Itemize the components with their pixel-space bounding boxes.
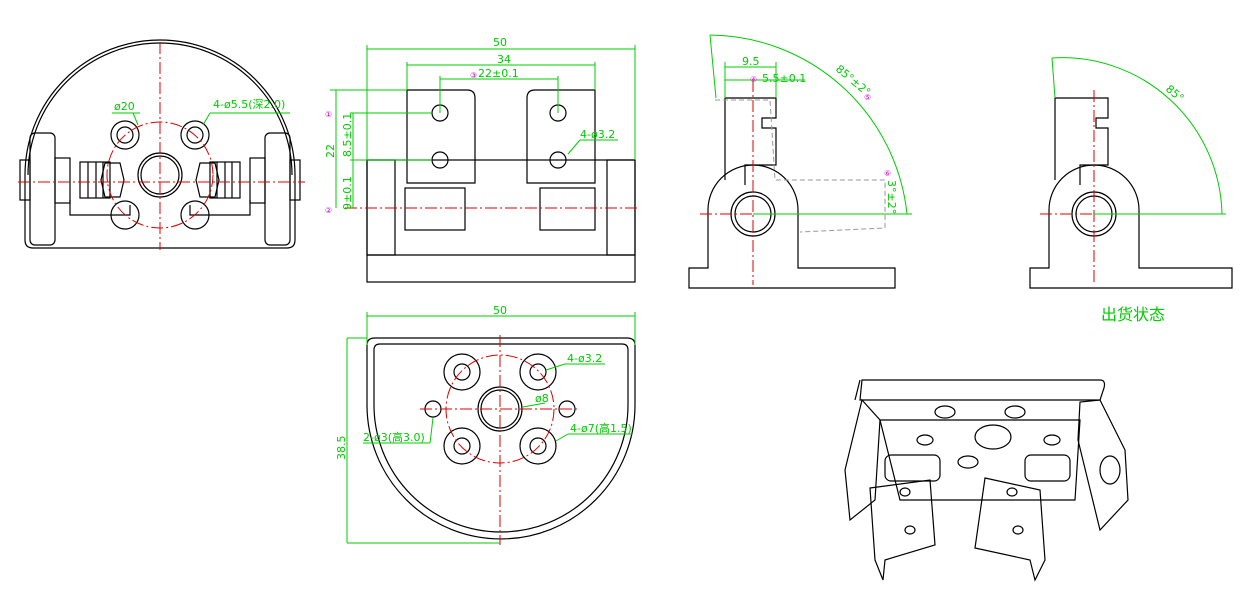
marker-6: ⑥ <box>884 169 891 178</box>
dim-top-width: 50 <box>493 36 507 49</box>
dim-bottom-depth: 38.5 <box>335 436 348 461</box>
dim-bolt-circle: ø20 <box>114 100 135 113</box>
dim-tab-width: 9.5 <box>742 55 760 68</box>
top-view: 50 34 22±0.1 4-ø3.2 22 8.5±0.1 9±0.1 ① ②… <box>324 36 640 283</box>
dim-angle-shipped: 85° <box>1163 82 1186 104</box>
marker-5: ⑤ <box>864 93 871 102</box>
dim-tab-holes: 4-ø3.2 <box>580 128 615 141</box>
marker-3: ③ <box>470 71 477 80</box>
dim-tab-span: 34 <box>497 53 511 66</box>
caption-shipped-state: 出货状态 <box>1101 305 1165 324</box>
dim-top-height: 22 <box>324 144 337 158</box>
dim-bottom-small-holes: 4-ø3.2 <box>567 352 602 365</box>
dim-hole-vert: 8.5±0.1 <box>341 113 354 157</box>
side-view-shipped: 85° 出货状态 <box>1029 57 1233 324</box>
dim-bosses: 4-ø7(高1.5) <box>570 421 632 435</box>
isometric-view <box>844 379 1129 582</box>
dim-front-holes: 4-ø5.5(深2.0) <box>213 98 285 111</box>
dim-center-hole: ø8 <box>535 392 549 405</box>
dim-offset: 5.5±0.1 <box>762 72 806 85</box>
dim-side-holes: 2-ø3(高3.0) <box>363 430 425 444</box>
dim-hole-pitch: 22±0.1 <box>478 67 519 80</box>
marker-1: ① <box>325 110 332 119</box>
dim-hole-base: 9±0.1 <box>341 176 354 210</box>
side-view-open: 9.5 5.5±0.1 85°±2° 3°±2° ④ ⑤ ⑥ <box>688 34 912 289</box>
dim-bottom-width: 50 <box>493 304 507 317</box>
front-view: ø20 4-ø5.5(深2.0) <box>18 39 305 250</box>
dim-small-angle: 3°±2° <box>885 180 898 214</box>
marker-4: ④ <box>750 75 757 84</box>
bottom-view: 50 38.5 4-ø3.2 ø8 2-ø3(高3.0) 4-ø7(高1.5) <box>335 304 636 545</box>
marker-2: ② <box>325 206 332 215</box>
